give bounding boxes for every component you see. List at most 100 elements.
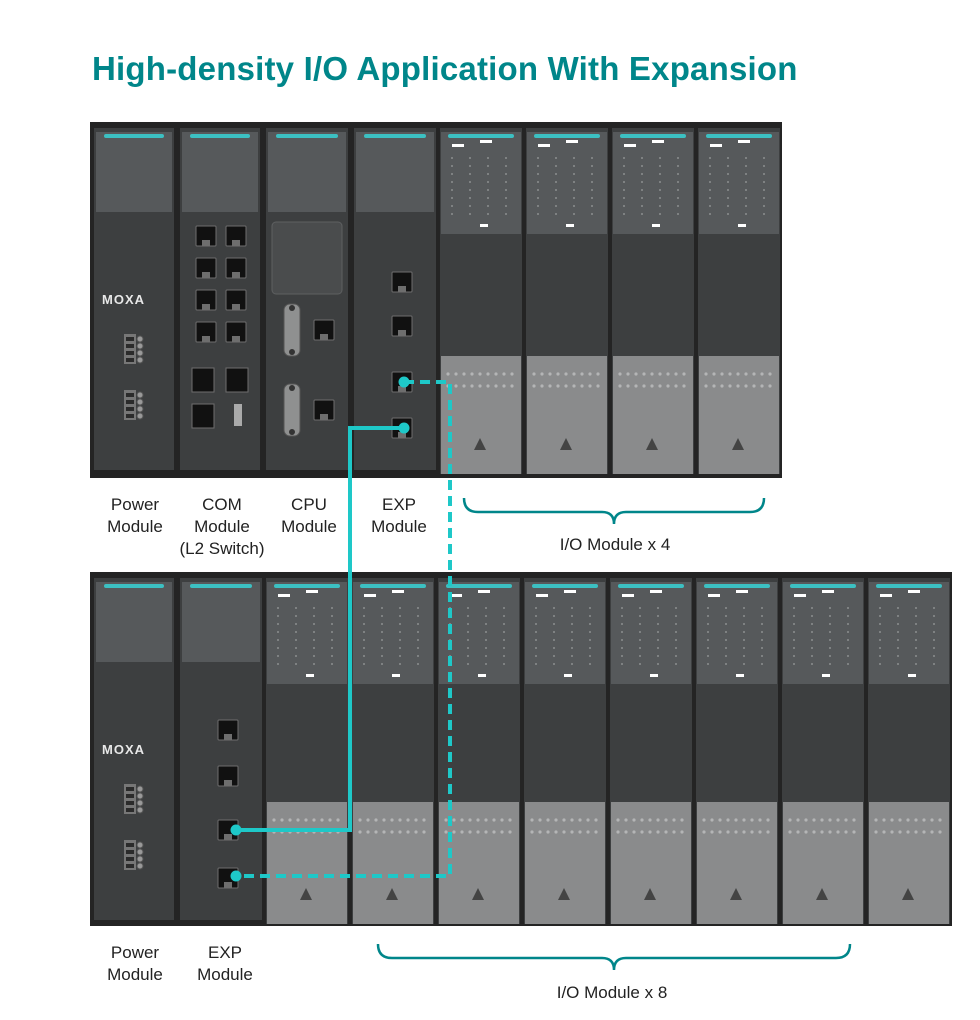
r1-cpu-module-serial-port-2	[283, 383, 301, 437]
r1-io-module-1-led-dot	[487, 157, 489, 159]
r2-io-module-5-led-dot	[621, 639, 623, 641]
r2-power-module-terminal-2-pin-1	[126, 843, 134, 847]
r2-power-module-terminal-1	[124, 784, 144, 814]
r1-io-module-2-terminal-hole	[588, 384, 592, 388]
r2-io-module-4-led-dot	[589, 639, 591, 641]
r1-io-module-4-terminal-hole	[760, 372, 764, 376]
r1-io-module-4-led-dot	[745, 157, 747, 159]
r2-io-module-5-terminal-hole	[664, 818, 668, 822]
r1-io-module-3-terminal-hole	[666, 372, 670, 376]
r2-power-module-terminal-1-housing	[124, 784, 136, 814]
r1-com-label-line-1: COM	[202, 495, 242, 514]
r2-io-module-3-terminal-hole	[500, 830, 504, 834]
r1-io-module-3-terminal-hole	[618, 384, 622, 388]
r2-io-module-2-led-dot	[399, 631, 401, 633]
r2-io-module-4-led-dot	[553, 607, 555, 609]
r2-exp-module-port-4-latch	[224, 882, 232, 888]
r2-io-module-5-terminal-hole	[616, 830, 620, 834]
r2-io-module-8-led-dot	[933, 639, 935, 641]
r1-io-module-3-led-dot	[641, 173, 643, 175]
r2-io-module-6-terminal-hole	[758, 818, 762, 822]
r2-io-module-6-led-dot	[707, 655, 709, 657]
r2-io-module-2-led-dot	[417, 631, 419, 633]
r1-cpu-module-status-led	[276, 134, 338, 138]
r1-io-module-1-led-dot	[487, 173, 489, 175]
r2-io-module-3-led-dot	[485, 655, 487, 657]
r1-io-module-4-terminal-hole	[736, 372, 740, 376]
r2-io-module-7-terminal-hole	[812, 830, 816, 834]
r2-io-module-7-led-dot	[793, 663, 795, 665]
r1-io-module-1-terminal-hole	[494, 372, 498, 376]
r2-io-module-6-led-dot	[761, 639, 763, 641]
r2-io-module-6-led-dot	[725, 615, 727, 617]
r2-io-module-8-terminal-hole	[930, 818, 934, 822]
r2-io-module-7-terminal-hole	[804, 830, 808, 834]
r2-io-module-4-terminal-hole	[546, 818, 550, 822]
r2-io-module-8-warning-icon	[902, 888, 914, 900]
r2-power-module-status-led	[104, 584, 164, 588]
r2-io-module-3-led-dot	[485, 607, 487, 609]
r2-io-module-7-led-dot	[847, 639, 849, 641]
r2-io-module-5-led-dot	[639, 655, 641, 657]
r2-io-module-7-led-dot	[811, 615, 813, 617]
r2-io-module-8-terminal-hole	[922, 830, 926, 834]
r2-io-module-3-led-mark-3	[478, 674, 486, 677]
r1-io-module-1-led-dot	[469, 181, 471, 183]
r1-io-module-3-led-dot	[677, 181, 679, 183]
r2-io-module-3-led-dot	[485, 639, 487, 641]
r2-io-module-5-terminal-hole	[656, 818, 660, 822]
r2-io-module-7-led-dot	[811, 647, 813, 649]
r1-io-module-1-led-mark-2	[480, 140, 492, 143]
r1-io-module-2-led-dot	[573, 165, 575, 167]
r2-io-module-3-led-dot	[467, 631, 469, 633]
r2-io-module-1-led-dot	[331, 607, 333, 609]
r2-io-module-8-terminal-hole	[882, 818, 886, 822]
r1-io-module-1-terminal-hole	[470, 372, 474, 376]
r2-io-module-8-led-dot	[915, 639, 917, 641]
r2-io-module-6	[696, 578, 778, 924]
r1-com-module-eth-port-3-latch	[202, 272, 210, 278]
r2-io-module-6-terminal-hole	[734, 830, 738, 834]
r1-io-module-2-led-dot	[537, 157, 539, 159]
r2-io-module-4-led-dot	[535, 607, 537, 609]
r2-io-module-2-led-dot	[363, 607, 365, 609]
expansion-cables	[230, 376, 452, 882]
r2-io-module-6-terminal-hole	[710, 818, 714, 822]
r2-io-module-1-led-dot	[331, 647, 333, 649]
r2-io-module-3-led-dot	[467, 647, 469, 649]
r2-io-module-4-led-dot	[535, 663, 537, 665]
r2-io-module-8-terminal-hole	[938, 818, 942, 822]
r2-io-module-6-led-dot	[743, 639, 745, 641]
r2-io-module-6-top-panel	[697, 582, 777, 684]
r2-io-module-3-terminal-hole	[508, 830, 512, 834]
r1-io-module-4-led-mark-1	[710, 144, 722, 147]
r2-io-module-6-terminal-hole	[750, 818, 754, 822]
r1-io-module-2-led-mark-1	[538, 144, 550, 147]
r2-io-module-8-terminal-hole	[914, 818, 918, 822]
r2-io-module-7-led-dot	[847, 615, 849, 617]
r2-io-module-1-led-dot	[313, 663, 315, 665]
r1-exp-module-port-1-latch	[398, 286, 406, 292]
cable-endpoint-2	[398, 422, 410, 434]
r2-io-module-2-terminal-hole	[358, 830, 362, 834]
r1-io-module-1-led-dot	[487, 213, 489, 215]
r2-io-module-4-status-led	[532, 584, 598, 588]
r1-io-module-3-led-dot	[623, 181, 625, 183]
r1-io-module-2-terminal-hole	[540, 372, 544, 376]
r1-io-module-4-terminal-hole	[760, 384, 764, 388]
r2-io-module-4-terminal-hole	[562, 830, 566, 834]
r2-io-module-5-terminal-hole	[640, 830, 644, 834]
r1-io-module-4-led-dot	[709, 165, 711, 167]
r2-io-module-3-led-dot	[467, 639, 469, 641]
r1-io-module-2-led-dot	[591, 213, 593, 215]
r1-io-module-1-led-dot	[505, 181, 507, 183]
r2-io-module-5-led-dot	[621, 631, 623, 633]
r1-io-module-3-terminal-hole	[650, 384, 654, 388]
r1-io-module-2-led-dot	[591, 157, 593, 159]
r2-io-module-2-terminal-hole	[390, 818, 394, 822]
r2-io-module-7-led-dot	[829, 623, 831, 625]
r2-io-module-7-led-dot	[847, 631, 849, 633]
solid-expansion-cable	[236, 426, 404, 832]
r2-io-module-2-led-dot	[417, 655, 419, 657]
r2-io-module-1-terminal-hole	[288, 818, 292, 822]
